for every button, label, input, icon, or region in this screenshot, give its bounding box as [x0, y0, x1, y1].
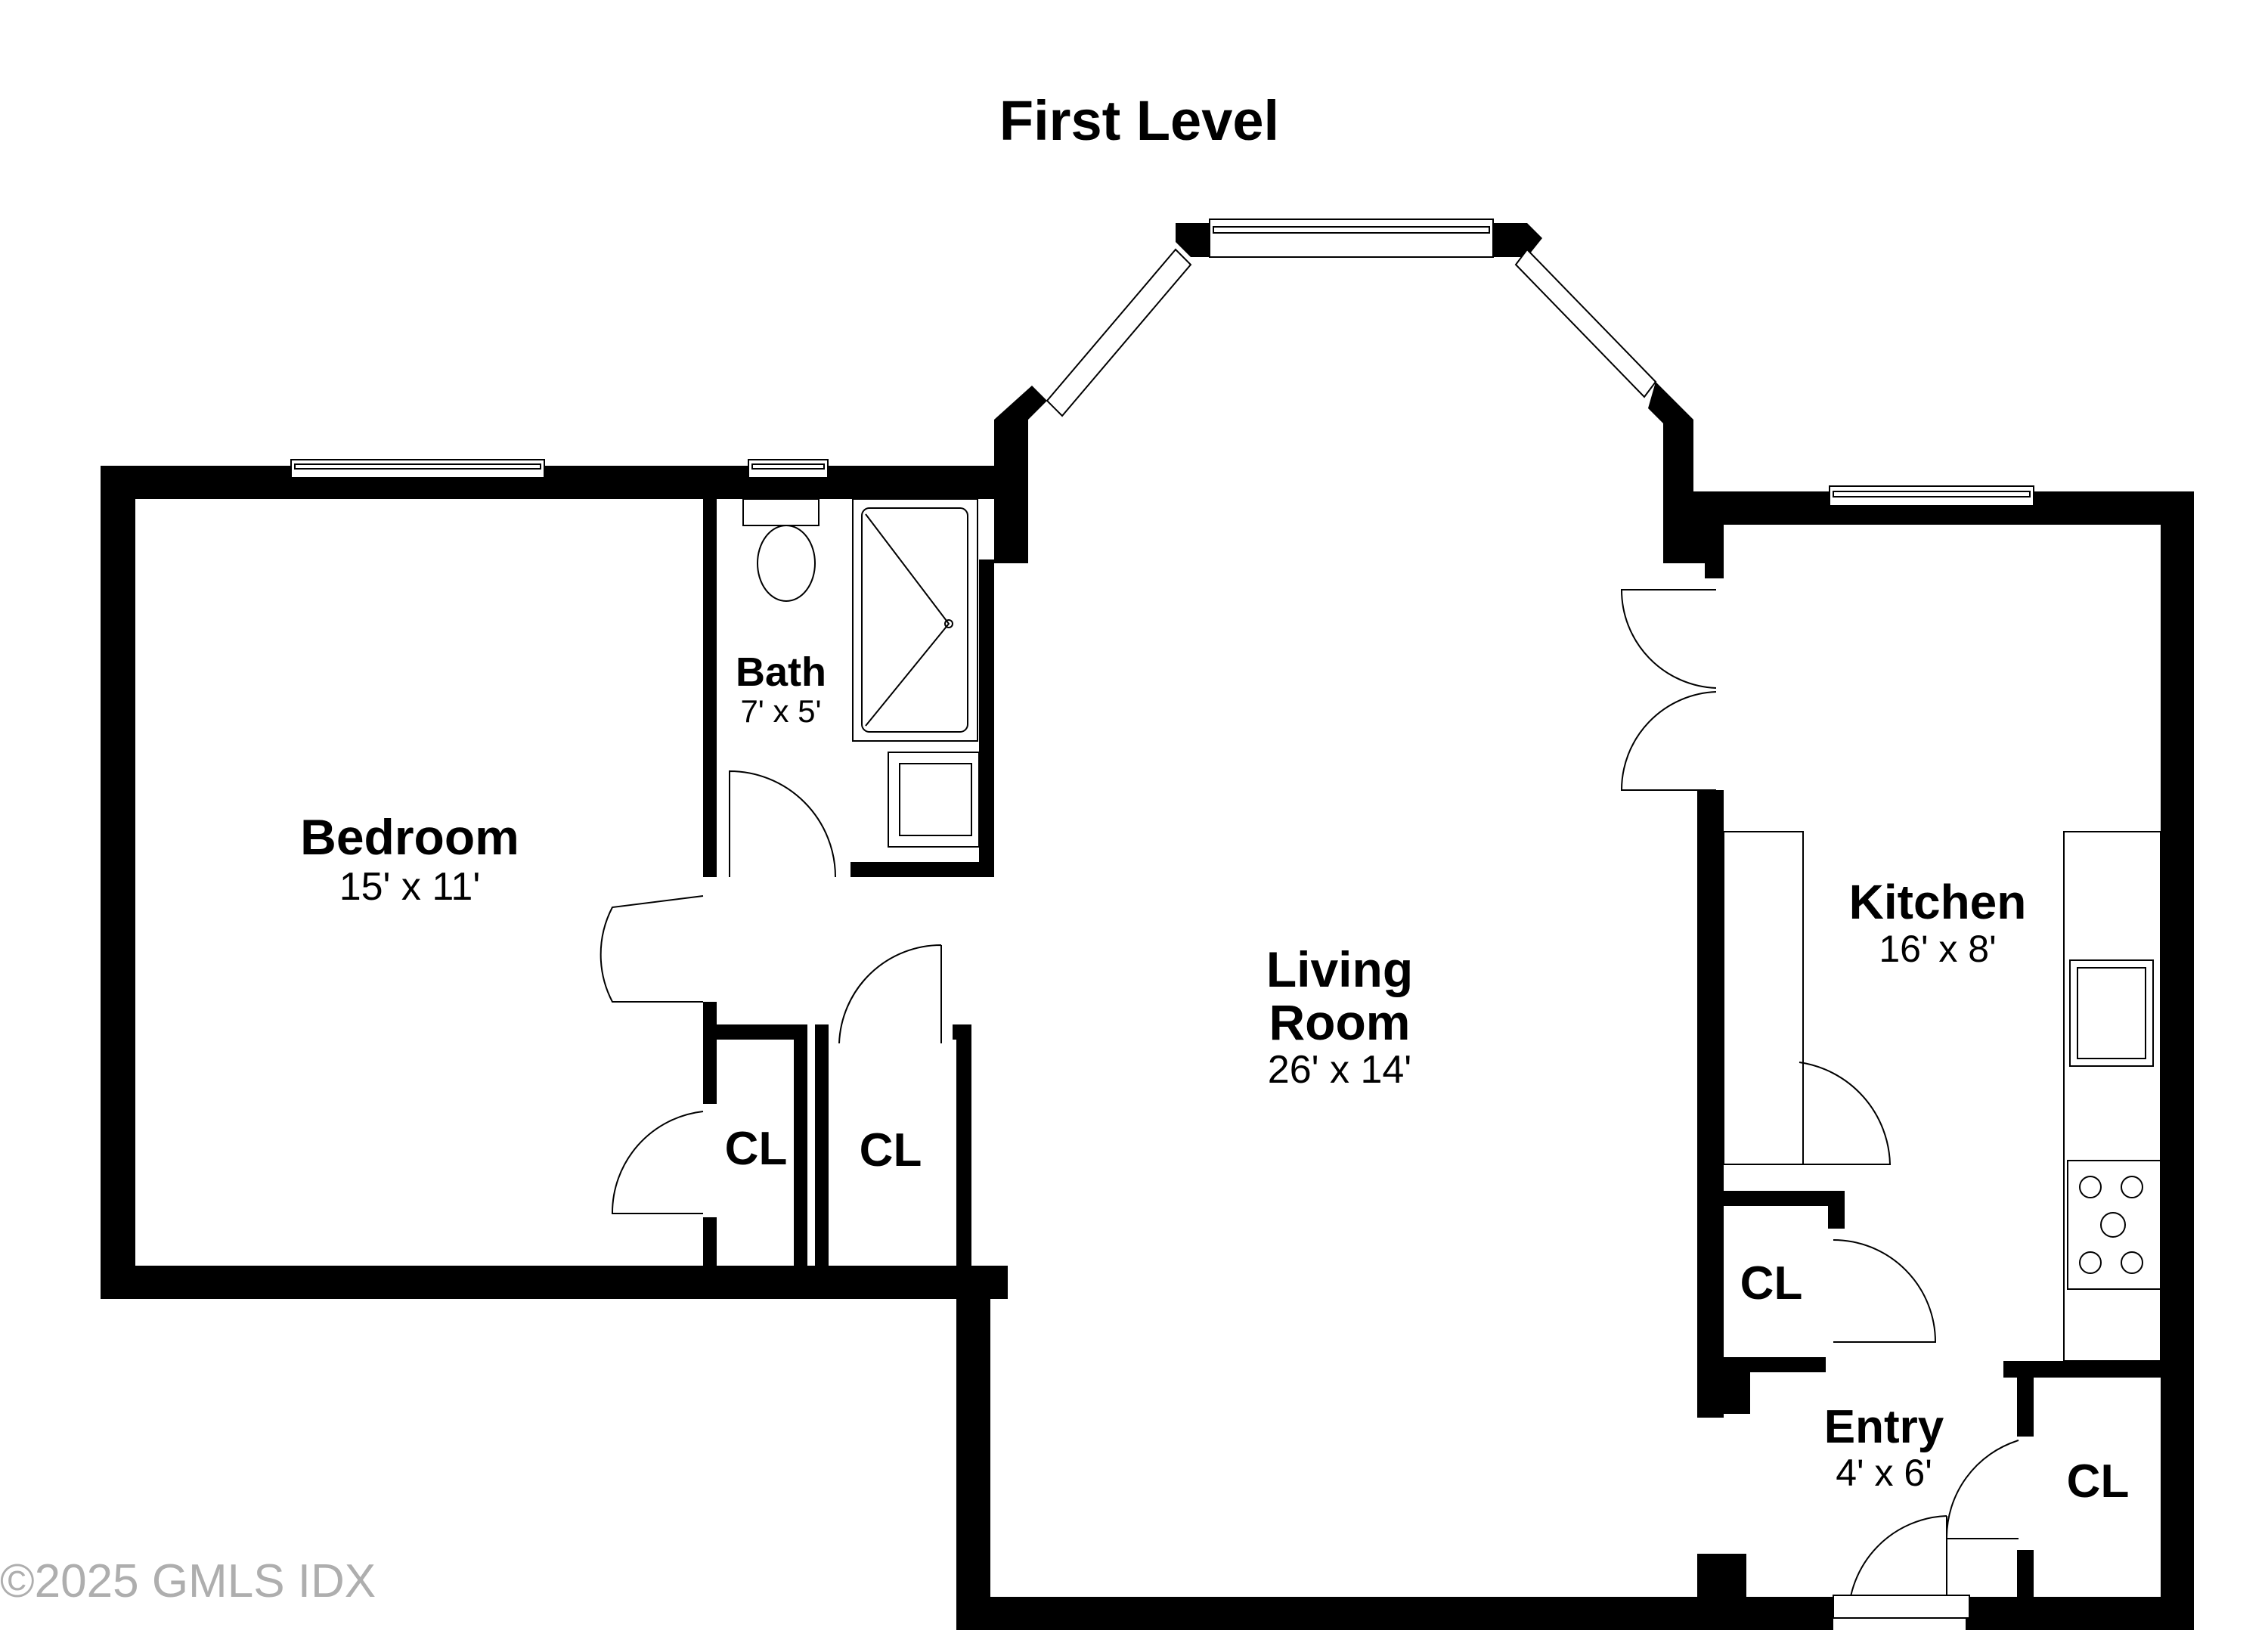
bath-name: Bath: [736, 649, 826, 695]
entry-dims: 4' x 6': [1836, 1452, 1932, 1494]
level-title: First Level: [999, 89, 1279, 152]
watermark: ©2025 GMLS IDX: [0, 1555, 376, 1607]
toilet-bowl: [757, 525, 816, 602]
bedroom-name: Bedroom: [300, 809, 519, 865]
bath-sink: [888, 752, 980, 848]
living-room-name-line2: Room: [1269, 994, 1411, 1050]
pantry-cabinet: [1723, 831, 1804, 1165]
cooktop: [2067, 1160, 2161, 1290]
room-labels: Bedroom 15' x 11' Bath 7' x 5' Living Ro…: [300, 649, 2129, 1508]
living-room-name-line1: Living: [1266, 941, 1413, 997]
closet-label-bedroom: CL: [725, 1123, 788, 1175]
windows: [290, 219, 2034, 507]
closet-label-kitchen: CL: [1740, 1257, 1803, 1310]
entry-name: Entry: [1824, 1401, 1944, 1453]
living-room-dims: 26' x 14': [1268, 1048, 1411, 1092]
shower: [852, 498, 978, 742]
bedroom-dims: 15' x 11': [339, 865, 481, 909]
walls: [101, 223, 2194, 1630]
fixtures: [742, 498, 2161, 1362]
toilet-tank: [742, 498, 820, 526]
kitchen-dims: 16' x 8': [1879, 928, 1996, 970]
kitchen-counter: [2063, 831, 2161, 1362]
kitchen-name: Kitchen: [1849, 875, 2027, 929]
kitchen-sink: [2069, 959, 2154, 1067]
doors: [600, 589, 2019, 1619]
bath-dims: 7' x 5': [740, 693, 821, 729]
closet-label-hall: CL: [860, 1124, 922, 1176]
closet-label-entry: CL: [2067, 1455, 2130, 1508]
